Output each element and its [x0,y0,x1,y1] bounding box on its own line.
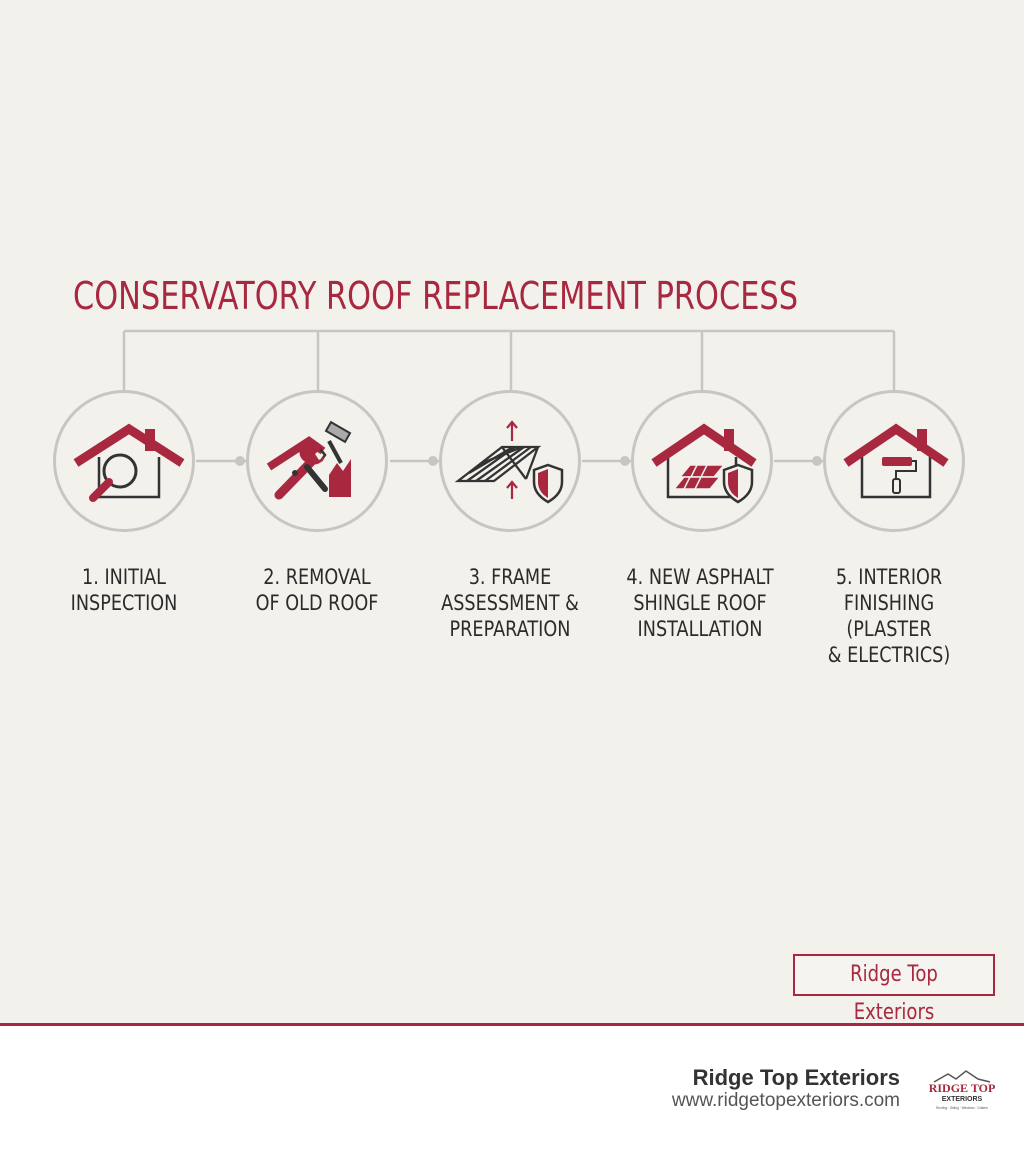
process-connectors [122,329,896,466]
frame-shield-icon [454,420,564,504]
step-2-label: 2. REMOVAL OF OLD ROOF [255,565,379,615]
svg-text:RIDGE TOP: RIDGE TOP [929,1081,996,1095]
svg-text:EXTERIORS: EXTERIORS [942,1096,983,1103]
footer-divider [0,1023,1024,1026]
footer-company-name: Ridge Top Exteriors [692,1065,900,1090]
paint-roller-icon [843,423,949,499]
footer: Ridge Top Exteriors www.ridgetopexterior… [0,1026,1024,1154]
step-4-circle [631,390,773,532]
step-2-circle [246,390,388,532]
step-5-circle [823,390,965,532]
footer-website-link[interactable]: www.ridgetopexteriors.com [671,1090,900,1111]
step-5-label: 5. INTERIOR FINISHING (PLASTER & ELECTRI… [827,565,951,667]
svg-text:Roofing · Siding · Windows · G: Roofing · Siding · Windows · Gutters [936,1106,988,1110]
step-1-circle [53,390,195,532]
step-1-label: 1. INITIAL INSPECTION [70,565,178,615]
company-logo: RIDGE TOP EXTERIORS Roofing · Siding · W… [929,1070,996,1110]
brand-watermark: Ridge Top Exteriors [793,954,995,1025]
step-3-circle [439,390,581,532]
step-4-label: 4. NEW ASPHALT SHINGLE ROOF INSTALLATION [626,565,774,641]
wrench-hammer-icon [266,420,352,500]
page-title: CONSERVATORY ROOF REPLACEMENT PROCESS [73,274,798,318]
house-magnifier-icon [73,423,185,502]
step-3-label: 3. FRAME ASSESSMENT & PREPARATION [441,565,579,641]
shingle-shield-icon [651,423,757,504]
